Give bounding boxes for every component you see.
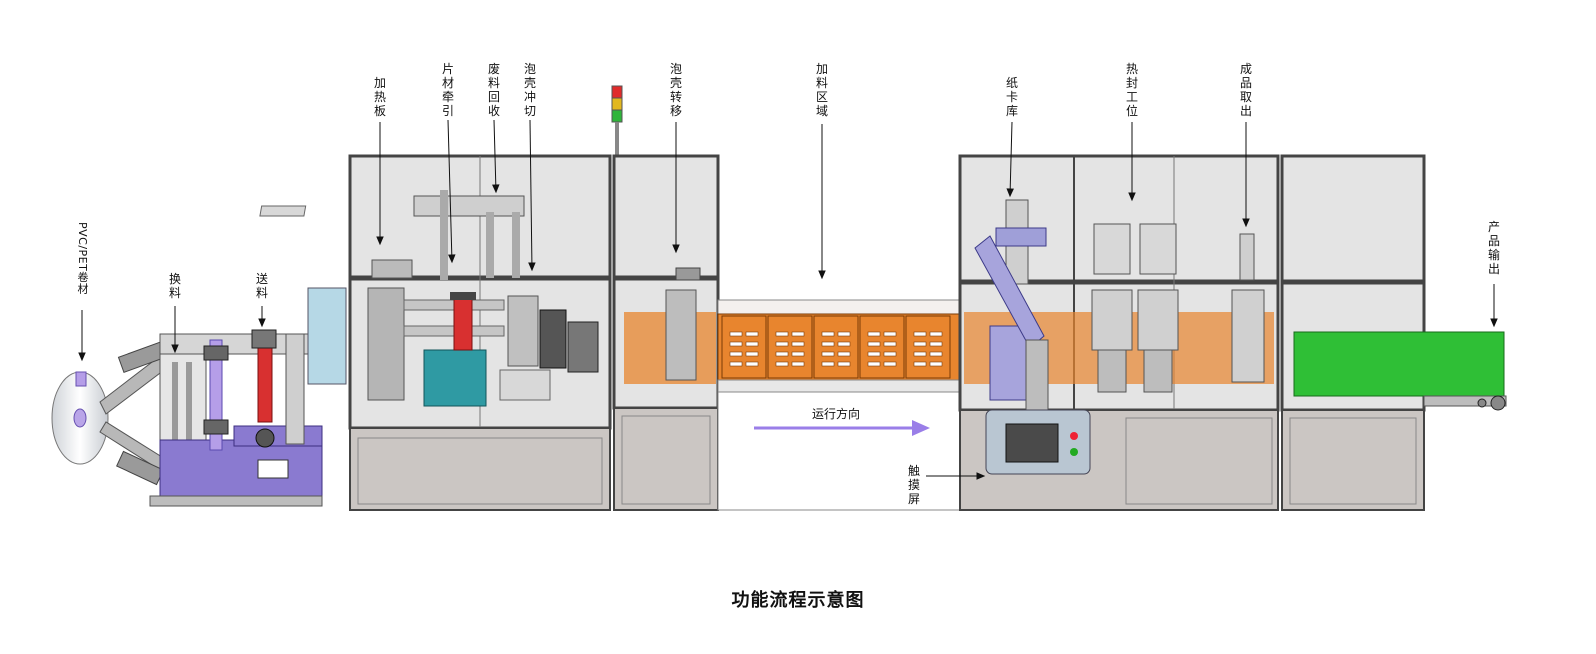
conveyor-block [905,315,951,379]
label-blister-punch: 泡壳冲切 [523,62,536,118]
feed-roller [257,345,273,423]
transfer-module [612,154,720,511]
forming-module [348,154,612,511]
unwinder [51,205,347,507]
figure-caption: 功能流程示意图 [731,590,865,611]
label-waste-recovery: 废料回收 [487,62,500,118]
callout-lines [78,119,1498,480]
unwinder-base [159,439,323,497]
label-product-output: 产品输出 [1487,220,1500,276]
tower-light [611,85,623,156]
red-traction [453,297,473,351]
label-touch-screen: 触摸屏 [907,464,920,506]
label-pvc-roll: PVC/PET卷材 [76,222,89,295]
teal-plate [423,349,487,407]
conveyor-block [767,315,813,379]
flow-direction-text: 运行方向 [812,407,861,421]
label-change-material: 换料 [168,272,181,300]
label-product-pickup: 成品取出 [1239,62,1252,118]
output-module [1280,154,1507,511]
sealing-module [958,154,1280,511]
loading-conveyor [717,299,963,511]
flow-arrow [754,420,930,436]
label-loading-area: 加料区域 [815,62,828,118]
conveyor-block [813,315,859,379]
label-card-magazine: 纸卡库 [1005,76,1018,118]
conveyor-block [721,315,767,379]
label-sheet-traction: 片材牵引 [441,62,454,118]
conveyor-block [859,315,905,379]
green-conveyor [1293,331,1505,397]
label-heat-seal-station: 热封工位 [1125,62,1138,118]
label-feed: 送料 [255,272,268,300]
label-heating-plate: 加热板 [373,76,386,118]
label-blister-transfer: 泡壳转移 [669,62,682,118]
